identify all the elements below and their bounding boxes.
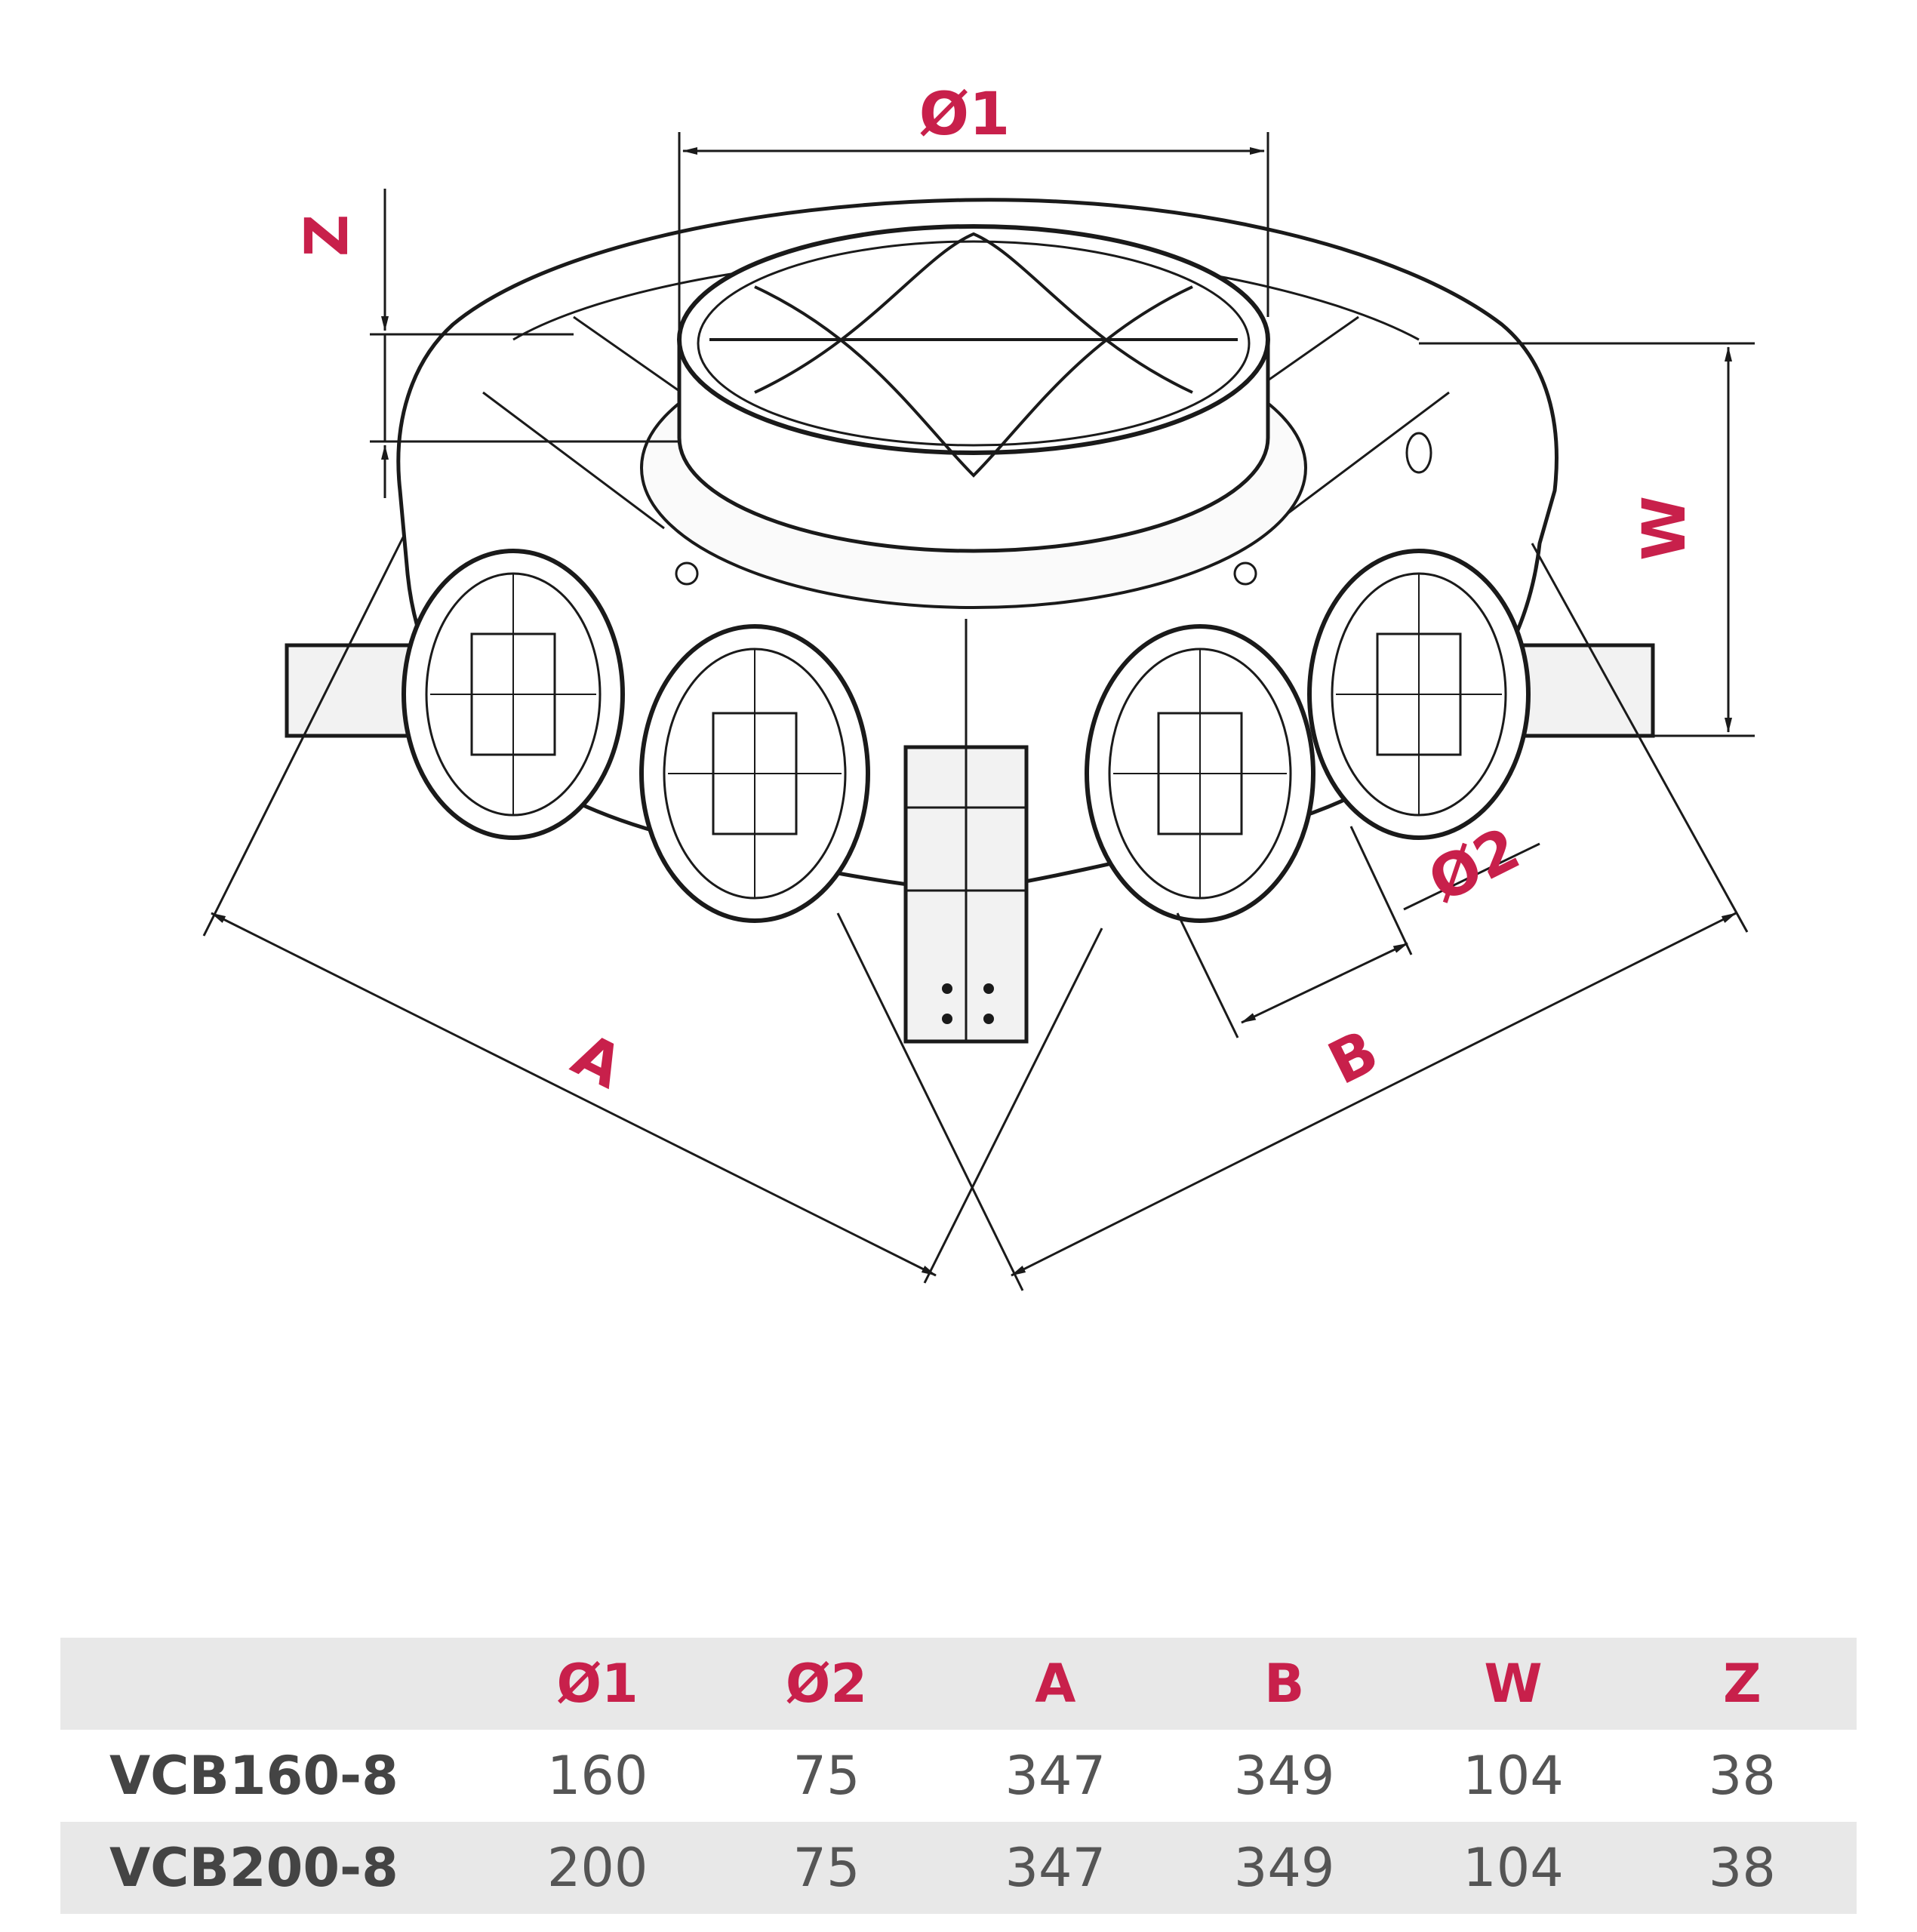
d2-dimension-line xyxy=(1241,942,1408,1024)
table-cell: 104 xyxy=(1463,1837,1564,1899)
dimension-lines xyxy=(202,132,1755,1291)
table-header-cell xyxy=(60,1638,483,1730)
table-cell: 349 xyxy=(1233,1837,1335,1899)
table-header-row: Ø1 Ø2 A B W Z xyxy=(60,1638,1857,1730)
model-name: VCB200-8 xyxy=(109,1837,398,1899)
table-cell: 200 xyxy=(546,1837,648,1899)
table-cell: 160 xyxy=(546,1745,648,1807)
plenum-box-drawing: Ø1 Z W A B Ø2 xyxy=(202,81,1755,1291)
table-cell: 38 xyxy=(1708,1745,1776,1807)
screw-hole xyxy=(1405,432,1432,474)
table-row: VCB160-8 160 75 347 349 104 38 xyxy=(60,1730,1857,1822)
table-cell: 349 xyxy=(1233,1745,1335,1807)
a-dimension-line xyxy=(211,912,937,1277)
table-cell: 347 xyxy=(1005,1837,1106,1899)
table-header-cell: A xyxy=(1035,1653,1076,1715)
label-b: B xyxy=(1319,1017,1389,1098)
table-header-cell: Ø2 xyxy=(785,1653,868,1715)
table-cell: 38 xyxy=(1708,1837,1776,1899)
spigot-rim-inner xyxy=(697,240,1251,447)
spigot-lattice xyxy=(709,232,1238,478)
screw-hole xyxy=(675,561,699,586)
table-header-cell: W xyxy=(1484,1653,1543,1715)
main-spigot xyxy=(640,224,1307,609)
table-header-cell: Z xyxy=(1722,1653,1762,1715)
side-spigot-4 xyxy=(1307,549,1531,840)
table-cell: 75 xyxy=(792,1837,860,1899)
label-a: A xyxy=(562,1021,633,1102)
top-plate-ribs xyxy=(482,315,1450,755)
dimensions-table: Ø1 Ø2 A B W Z VCB160-8 160 75 347 349 10… xyxy=(60,1638,1857,1914)
screw-hole xyxy=(1233,561,1257,586)
table-cell: 75 xyxy=(792,1745,860,1807)
table-header-cell: B xyxy=(1263,1653,1305,1715)
side-spigot-1 xyxy=(402,549,625,840)
model-name: VCB160-8 xyxy=(109,1745,398,1807)
table-row: VCB200-8 200 75 347 349 104 38 xyxy=(60,1822,1857,1914)
mounting-bracket-right xyxy=(1507,643,1655,738)
table-header-cell: Ø1 xyxy=(556,1653,638,1715)
b-dimension-line xyxy=(1011,912,1737,1277)
table-cell: 347 xyxy=(1005,1745,1106,1807)
table-cell: 104 xyxy=(1463,1745,1564,1807)
side-spigot-2 xyxy=(639,624,870,923)
side-spigot-3 xyxy=(1085,624,1315,923)
label-z: Z xyxy=(294,214,362,257)
label-w: W xyxy=(1631,496,1699,561)
bottom-clip-detail xyxy=(906,747,1026,1041)
side-spigots xyxy=(402,549,1531,923)
label-d1: Ø1 xyxy=(919,81,1011,149)
